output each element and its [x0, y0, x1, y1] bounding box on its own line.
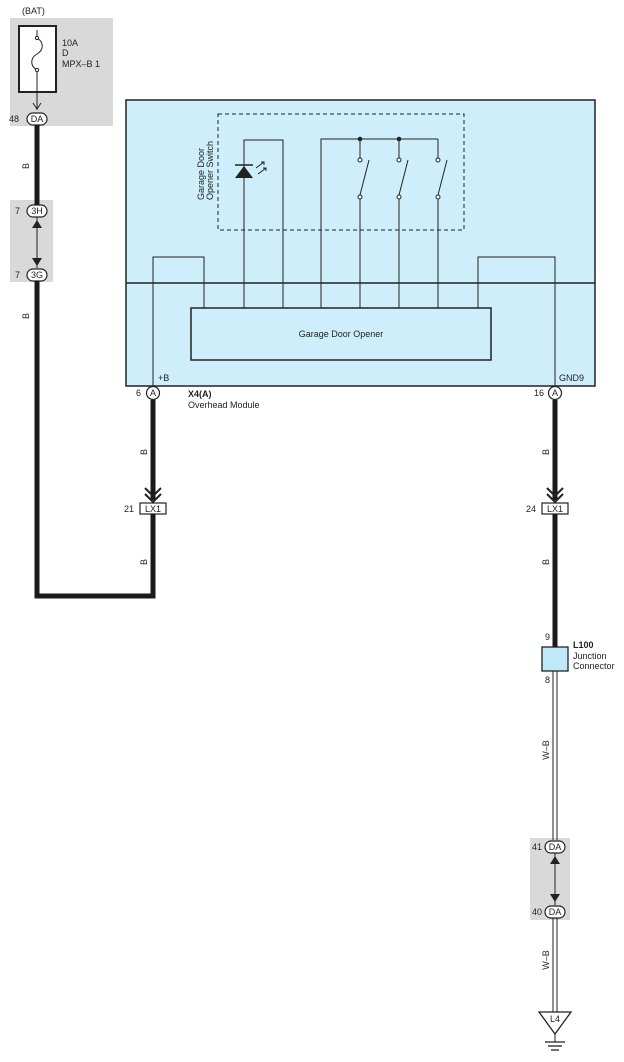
switch-2-terminal-bottom	[396, 194, 402, 200]
led-circuit	[243, 139, 284, 308]
switch-label-2: Opener Switch	[205, 141, 215, 200]
module-left-pin	[145, 385, 161, 401]
mid-left-code-2: B	[139, 559, 149, 565]
module-name: Overhead Module	[188, 400, 260, 410]
ground-terminal-name: GND9	[559, 373, 584, 383]
ground-code-1: W–B	[541, 740, 551, 760]
module-left-pin-number: 6	[136, 388, 141, 398]
junction-pin-out: 8	[545, 675, 550, 685]
switch-3-terminal-top	[435, 157, 441, 163]
left-conn-top-label: 3H	[31, 206, 43, 216]
mid-right-code-2: B	[541, 559, 551, 565]
junction-name-1: Junction	[573, 651, 607, 661]
bat-label: (BAT)	[22, 6, 45, 16]
mid-left-arrow-icon	[144, 487, 162, 498]
switch-3-icon	[437, 159, 448, 196]
junction-pin-in: 9	[545, 632, 550, 642]
left-wire-code-2: B	[21, 313, 31, 319]
led-icon	[235, 166, 253, 178]
fuse-arrow-icon	[32, 102, 42, 110]
module-left-pin-label: A	[150, 388, 156, 398]
power-terminal-name: +B	[158, 373, 169, 383]
mid-left-arrow-2-icon	[144, 493, 162, 504]
switch-label-1: Garage Door	[196, 148, 206, 200]
module-right-pin	[547, 385, 563, 401]
left-wire-code-1: B	[21, 163, 31, 169]
left-conn-arrow-up-icon	[32, 220, 42, 228]
mid-right-arrow-icon	[546, 487, 564, 498]
switch-2-icon	[398, 159, 409, 196]
ground-code-2: W–B	[541, 950, 551, 970]
ground-conn-top-label: DA	[549, 842, 562, 852]
module-connector-id: X4(A)	[188, 389, 212, 399]
ground-conn-top-number: 41	[532, 842, 542, 852]
led-light-ray-2-icon	[257, 167, 267, 175]
mid-right-pin-number: 24	[526, 504, 536, 514]
mid-right-code-1: B	[541, 449, 551, 455]
module-right-pin-label: A	[552, 388, 558, 398]
junction-name-2: Connector	[573, 661, 615, 671]
left-conn-bottom-label: 3G	[31, 270, 43, 280]
switch-3-terminal-bottom	[435, 194, 441, 200]
fuse-terminal-bottom	[34, 67, 40, 73]
ground-conn-bottom-label: DA	[549, 907, 562, 917]
module-right-pin-number: 16	[534, 388, 544, 398]
fuse-icon	[31, 30, 43, 92]
mid-left-code-1: B	[139, 449, 149, 455]
mid-left-pin-label: LX1	[145, 504, 161, 514]
ground-internal-line	[477, 256, 556, 386]
left-conn-arrow-down-icon	[32, 258, 42, 266]
junction-connector	[541, 646, 569, 672]
power-internal-line	[152, 256, 205, 386]
ground-conn-bottom-number: 40	[532, 907, 542, 917]
fuse-name: MPX–B 1	[62, 59, 100, 69]
left-conn-top-number: 7	[15, 206, 20, 216]
garage-door-opener-block	[190, 307, 492, 361]
switch-1-terminal-top	[357, 157, 363, 163]
switch-1-terminal-bottom	[357, 194, 363, 200]
ground-conn-arrow-down-icon	[550, 894, 560, 902]
ground-label: L4	[550, 1014, 560, 1024]
led-light-ray-1-icon	[255, 161, 265, 169]
mid-right-pin-label: LX1	[547, 504, 563, 514]
switch-1-icon	[359, 159, 370, 196]
left-conn-bottom-number: 7	[15, 270, 20, 280]
garage-door-opener-label: Garage Door Opener	[299, 329, 384, 339]
ground-conn-arrow-up-icon	[550, 856, 560, 864]
source-pin-label: DA	[31, 114, 44, 124]
fuse-type: D	[62, 48, 69, 58]
fuse-rating: 10A	[62, 38, 78, 48]
ground-point-icon	[537, 1011, 573, 1036]
switch-2-terminal-top	[396, 157, 402, 163]
mid-right-arrow-2-icon	[546, 493, 564, 504]
ground-conn-bottom-pin	[544, 905, 566, 919]
junction-id: L100	[573, 640, 594, 650]
fuse-terminal-top	[34, 35, 40, 41]
mid-left-pin-number: 21	[124, 504, 134, 514]
switch-assembly-box	[217, 113, 465, 231]
source-pin-number: 48	[9, 114, 19, 124]
